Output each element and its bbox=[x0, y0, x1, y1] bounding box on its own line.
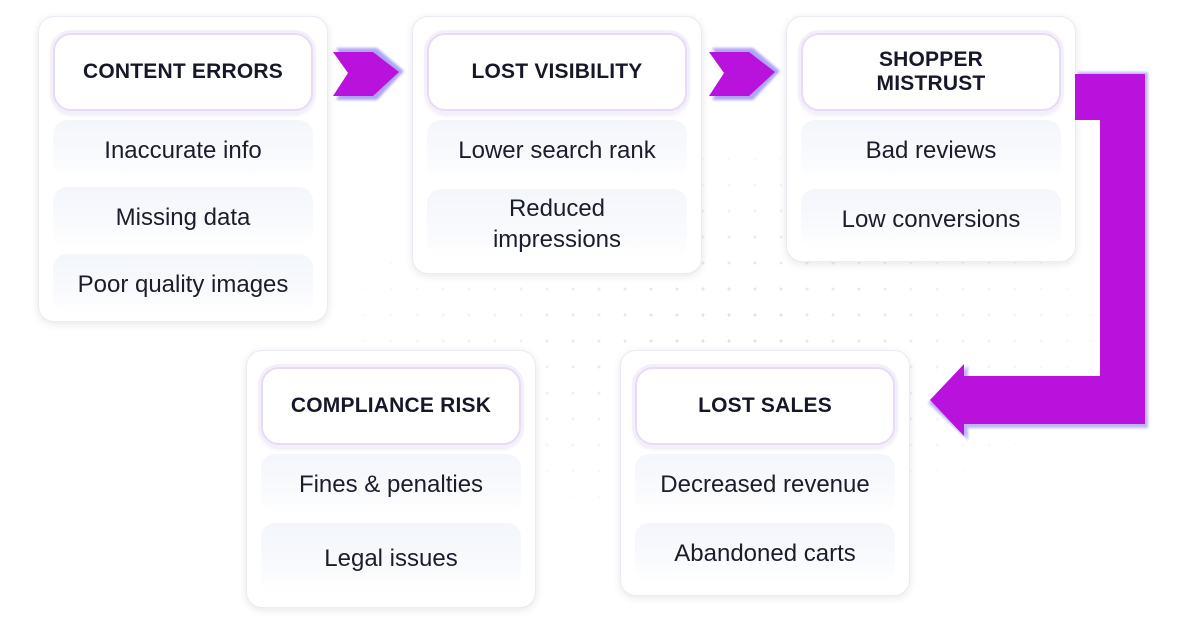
compliance-risk-card: COMPLIANCE RISK Fines & penalties Legal … bbox=[246, 350, 536, 608]
content-errors-item-poor-quality-images: Poor quality images bbox=[53, 254, 313, 314]
shopper-mistrust-item-bad-reviews: Bad reviews bbox=[801, 120, 1061, 180]
lost-sales-item-decreased-revenue: Decreased revenue bbox=[635, 454, 895, 514]
content-errors-title: CONTENT ERRORS bbox=[53, 33, 313, 111]
lost-visibility-title: LOST VISIBILITY bbox=[427, 33, 687, 111]
lost-sales-title: LOST SALES bbox=[635, 367, 895, 445]
compliance-risk-item-legal-issues: Legal issues bbox=[261, 523, 521, 593]
lost-visibility-item-lower-search-rank: Lower search rank bbox=[427, 120, 687, 180]
compliance-risk-title: COMPLIANCE RISK bbox=[261, 367, 521, 445]
arrow-lost-visibility-to-shopper-mistrust bbox=[709, 48, 780, 100]
shopper-mistrust-card: SHOPPER MISTRUST Bad reviews Low convers… bbox=[786, 16, 1076, 262]
content-errors-card: CONTENT ERRORS Inaccurate info Missing d… bbox=[38, 16, 328, 322]
arrow-content-errors-to-lost-visibility bbox=[333, 48, 404, 100]
lost-sales-card: LOST SALES Decreased revenue Abandoned c… bbox=[620, 350, 910, 596]
content-errors-item-missing-data: Missing data bbox=[53, 187, 313, 247]
shopper-mistrust-title: SHOPPER MISTRUST bbox=[801, 33, 1061, 111]
lost-sales-item-abandoned-carts: Abandoned carts bbox=[635, 523, 895, 583]
lost-visibility-item-reduced-impressions: Reduced impressions bbox=[427, 189, 687, 259]
compliance-risk-item-fines-penalties: Fines & penalties bbox=[261, 454, 521, 514]
content-errors-item-inaccurate-info: Inaccurate info bbox=[53, 120, 313, 180]
lost-visibility-card: LOST VISIBILITY Lower search rank Reduce… bbox=[412, 16, 702, 274]
arrow-shopper-mistrust-to-lost-sales bbox=[928, 72, 1148, 440]
shopper-mistrust-item-low-conversions: Low conversions bbox=[801, 189, 1061, 249]
